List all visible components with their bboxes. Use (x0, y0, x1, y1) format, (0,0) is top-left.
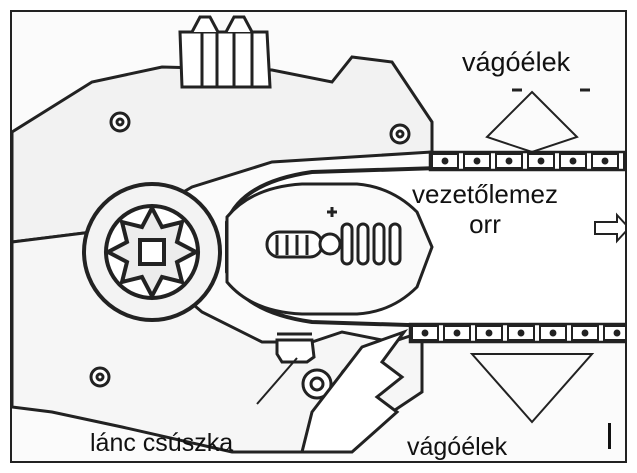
sprocket (82, 182, 222, 322)
guide-bar-nose-label: vezetőlemez orr (412, 179, 558, 239)
cutters-top-diamond (485, 90, 579, 154)
cutters-bottom-label: vágóélek (407, 433, 508, 461)
bar-clamp (225, 182, 434, 316)
top-knob (178, 15, 272, 89)
chain-top (428, 150, 625, 172)
chain-catcher-leader (256, 357, 298, 405)
chain-rivet (421, 329, 429, 337)
chain-rivet (569, 157, 577, 165)
cutters-top-label: vágóélek (462, 47, 571, 77)
cutters-bottom-diamond (469, 353, 595, 424)
chain-rivet (613, 329, 621, 337)
chain-rivet (581, 329, 589, 337)
chain-rivet (537, 157, 545, 165)
chain-rivet (473, 157, 481, 165)
chainsaw-diagram: vágóélek vezetőlemez orr lánc csúszka vá… (10, 10, 627, 463)
bumper-spike (300, 328, 409, 454)
chain-rivet (601, 157, 609, 165)
chain-rivet (453, 329, 461, 337)
edge-mark (608, 423, 611, 449)
chain-rivet (485, 329, 493, 337)
chain-link (623, 153, 625, 169)
chain-catcher-label: lánc csúszka (90, 429, 234, 457)
chain-catcher (275, 332, 316, 364)
chain-rivet (505, 157, 513, 165)
chain-rivet (517, 329, 525, 337)
chainsaw-drawing (12, 15, 625, 454)
chain-bottom (408, 322, 625, 344)
chain-rivet (441, 157, 449, 165)
direction-arrow (594, 212, 625, 244)
chain-rivet (549, 329, 557, 337)
